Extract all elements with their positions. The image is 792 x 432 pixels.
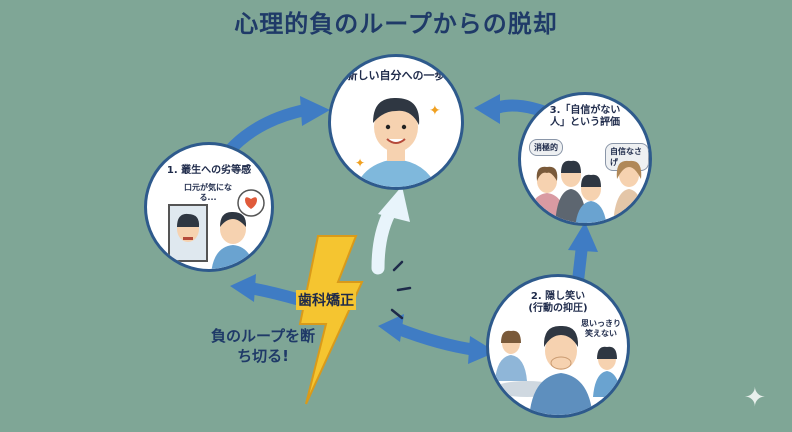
node-left-circle: 1. 叢生への劣等感 口元が気になる... <box>144 142 274 272</box>
node-left-label: 1. 叢生への劣等感 <box>166 165 252 176</box>
svg-text:✦: ✦ <box>355 156 365 170</box>
arrow-center-bottom-head-a <box>378 314 404 342</box>
arrow-center-to-left-head <box>230 274 256 302</box>
node-right-circle: 3.「自信がない人」という評価 消極的 自信なさげ <box>518 92 652 226</box>
node-bottom-label: 2. 隠し笑い(行動の抑圧) <box>528 291 588 314</box>
arrow-up-white <box>371 201 399 275</box>
sparkle-icon: ✦ <box>744 383 766 413</box>
arrow-center-to-left <box>244 282 306 306</box>
bolt-label: 歯科矯正 <box>296 290 356 310</box>
node-top-circle: 新しい自分への一歩 ✦ ✦ <box>328 54 464 190</box>
hidden-laugh-illustration <box>493 325 621 415</box>
arrow-up-white-head <box>378 186 410 222</box>
lightning-bolt-icon <box>298 235 364 405</box>
node-bottom-thought: 思いっきり笑えない <box>581 319 621 338</box>
arrow-center-bottom-head-b <box>468 336 496 364</box>
arrow-left-to-top-head <box>300 96 330 126</box>
arrow-right-to-top-head <box>474 94 500 124</box>
arrow-left-to-top <box>224 104 311 156</box>
node-top-label: 新しい自分への一歩 <box>346 69 446 82</box>
mirror-person-illustration <box>168 189 265 269</box>
node-right-label: 3.「自信がない人」という評価 <box>549 105 621 128</box>
break-loop-label: 負のループを断ち切る! <box>210 327 316 366</box>
spark-lines <box>390 260 412 320</box>
node-left-thought: 口元が気になる... <box>184 183 232 202</box>
svg-text:✦: ✦ <box>429 103 441 119</box>
judging-group-illustration <box>527 160 645 223</box>
arrow-bottom-to-right-head <box>568 222 598 252</box>
confident-person-illustration: ✦ ✦ <box>355 97 441 187</box>
arrow-center-bottom <box>390 322 482 356</box>
page-title: 心理的負のループからの脱却 <box>234 10 558 38</box>
node-right-bubble-a: 消極的 <box>529 139 563 156</box>
node-bottom-circle: 2. 隠し笑い(行動の抑圧) 思いっきり笑えない <box>486 274 630 418</box>
